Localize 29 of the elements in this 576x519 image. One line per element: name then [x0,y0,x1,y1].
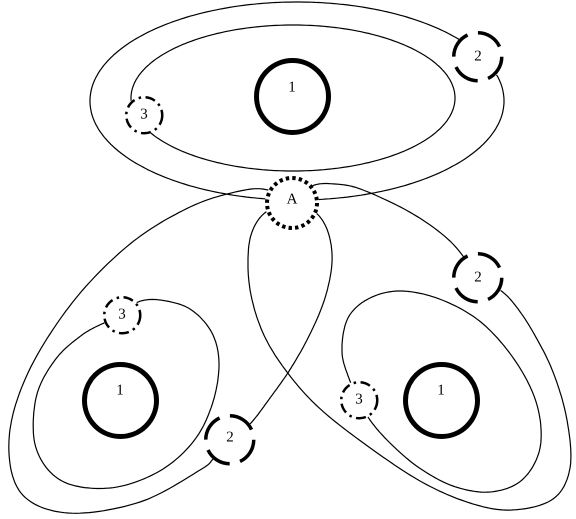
loop-line [130,24,456,172]
curve-line [8,188,269,514]
node-label: 3 [118,308,126,322]
curve-line [89,1,460,200]
solid-circle [82,362,158,438]
curve-line [312,182,464,258]
solid-circle [402,362,480,438]
node-label: 1 [437,384,445,398]
node-label: 3 [140,108,148,122]
node-label: 1 [288,80,296,96]
node-label: 1 [116,384,124,398]
curve-line [247,211,572,511]
curve-line [250,213,333,424]
dash-dot-circle [340,380,378,420]
loop-line [32,298,220,490]
node-label: 2 [474,50,482,64]
dashed-circle [204,414,256,466]
loop-line [341,290,542,493]
dash-dot-circle [124,96,164,134]
dashed-circle [452,31,504,83]
node-label: 3 [355,392,363,408]
dotted-circle [265,176,319,230]
solid-circle [254,58,330,134]
node-label: 2 [226,430,234,446]
dash-dot-circle [102,296,142,334]
curve-line [318,74,505,200]
node-label: A [286,192,298,208]
dashed-circle [452,252,504,304]
node-label: 2 [474,270,482,286]
